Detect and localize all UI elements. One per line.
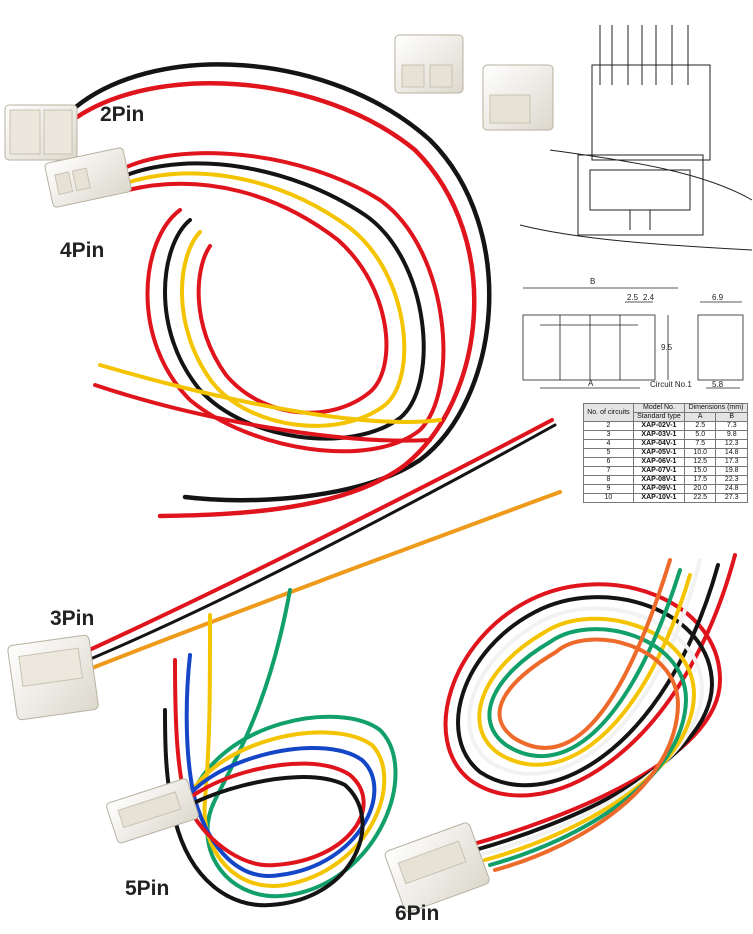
cable-5pin	[163, 588, 398, 908]
cable-2pin	[67, 62, 492, 519]
cell-circuits: 2	[583, 421, 634, 431]
cell-model: XAP-02V-1	[632, 421, 686, 431]
cell-model: XAP-03V-1	[632, 430, 686, 440]
cell-a: 7.5	[683, 439, 717, 449]
cell-circuits: 6	[583, 457, 634, 467]
connector-photo-side	[482, 64, 554, 131]
cell-b: 9.8	[715, 430, 748, 440]
connector-photo-front	[394, 34, 464, 94]
cell-model: XAP-09V-1	[632, 484, 686, 494]
dimension-drawing	[522, 287, 744, 389]
header-standard: Standard type	[632, 412, 686, 422]
cell-b: 24.8	[715, 484, 748, 494]
label-2pin: 2Pin	[100, 103, 145, 126]
header-a: A	[683, 412, 717, 422]
cell-b: 7.3	[715, 421, 748, 431]
dim-a-label: A	[588, 379, 594, 388]
header-dimensions-text: Dimensions	[688, 404, 726, 411]
header-line-drawing	[519, 25, 753, 251]
cell-model: XAP-08V-1	[632, 475, 686, 485]
cell-a: 15.0	[683, 466, 717, 476]
cell-model: XAP-07V-1	[632, 466, 686, 476]
cell-circuits: 9	[583, 484, 634, 494]
dim-5-8-label: 5.8	[712, 380, 724, 389]
cell-a: 22.5	[683, 493, 717, 503]
header-b: B	[715, 412, 748, 422]
cell-a: 10.0	[683, 448, 717, 458]
connector-5pin	[106, 778, 199, 844]
cell-a: 12.5	[683, 457, 717, 467]
cell-circuits: 10	[583, 493, 634, 503]
cell-model: XAP-05V-1	[632, 448, 686, 458]
dim-2-5-label: 2.5	[627, 293, 639, 302]
circuit-no1-label: Circuit No.1	[650, 380, 692, 389]
label-6pin: 6Pin	[395, 902, 440, 925]
cell-a: 2.5	[683, 421, 717, 431]
connector-4pin	[44, 147, 132, 208]
connector-6pin	[384, 822, 490, 913]
cable-6pin	[443, 553, 737, 872]
cell-model: XAP-04V-1	[632, 439, 686, 449]
connector-3pin	[7, 634, 99, 721]
cell-circuits: 7	[583, 466, 634, 476]
cell-b: 22.3	[715, 475, 748, 485]
cell-b: 14.8	[715, 448, 748, 458]
cell-model: XAP-06V-1	[632, 457, 686, 467]
cell-a: 17.5	[683, 475, 717, 485]
cell-circuits: 8	[583, 475, 634, 485]
header-model: Model No.	[632, 403, 686, 413]
label-3pin: 3Pin	[50, 607, 95, 630]
cell-b: 12.3	[715, 439, 748, 449]
dim-b-label: B	[590, 277, 595, 286]
cell-model: XAP-10V-1	[632, 493, 686, 503]
cell-b: 17.3	[715, 457, 748, 467]
cable-4pin	[93, 151, 446, 454]
spec-table: No. of circuits Model No. Dimensions (mm…	[583, 403, 748, 503]
dim-2-4-label: 2.4	[643, 293, 655, 302]
cable-3pin	[83, 418, 562, 670]
cell-circuits: 3	[583, 430, 634, 440]
connector-2pin	[4, 104, 78, 161]
cell-circuits: 5	[583, 448, 634, 458]
header-unit: (mm)	[727, 404, 744, 411]
label-4pin: 4Pin	[60, 239, 105, 262]
cell-b: 19.8	[715, 466, 748, 476]
header-dimensions: Dimensions (mm)	[684, 403, 748, 413]
cell-circuits: 4	[583, 439, 634, 449]
cell-b: 27.3	[715, 493, 748, 503]
header-circuits: No. of circuits	[583, 403, 634, 422]
cell-a: 5.0	[683, 430, 717, 440]
cell-a: 20.0	[683, 484, 717, 494]
label-5pin: 5Pin	[125, 877, 170, 900]
dim-9-5-label: 9.5	[661, 343, 673, 352]
dim-6-9-label: 6.9	[712, 293, 724, 302]
